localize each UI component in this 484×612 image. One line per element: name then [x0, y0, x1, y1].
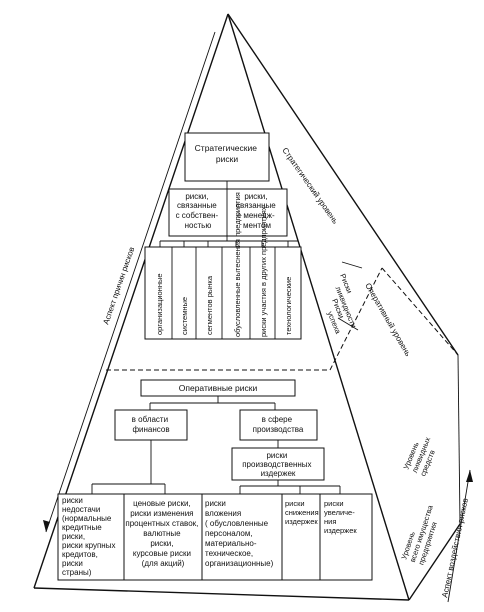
cause-aspect-arrow [45, 31, 216, 533]
pyramid-base-front [33, 587, 410, 601]
strategic-block: Стратегические риски риски, связанные с … [144, 132, 302, 340]
column-systemic: системные [180, 297, 189, 335]
production-cost-risks-box [231, 447, 325, 481]
success-arrow [337, 317, 359, 331]
ownership-management-box [168, 188, 288, 237]
column-technological: технологические [284, 277, 293, 335]
column-participation: риски участия в других предприятиях [259, 206, 268, 337]
pyramid-back-vertical [457, 354, 461, 525]
side-arrows [43, 31, 473, 603]
cost-increase-risks-label: риски увеличе- ния издержек [324, 499, 357, 535]
cause-aspect-arrowhead [43, 520, 50, 532]
production-cost-risks-label: риски производственных издержек [242, 451, 314, 478]
impact-aspect-arrowhead [466, 470, 473, 482]
cost-reduction-risks-label: риски снижения издержек [285, 499, 321, 526]
operative-block: Оперативные риски в области финансов в с… [57, 379, 373, 581]
pyramid-outline [33, 13, 461, 601]
column-displacement: обусловленные вытеснения предприятия [233, 192, 242, 337]
management-risks-label: риски, связанные с менедж- ментом [236, 192, 278, 230]
cost-reduction-risks-box [281, 493, 321, 581]
column-organizational: организационные [155, 273, 164, 335]
strategic-operative-back-divider [381, 267, 459, 356]
strategic-operative-side-divider [329, 267, 383, 371]
production-area-box [239, 409, 318, 441]
investment-risks-box [201, 493, 283, 581]
shortage-risks-label: риски недостачи (нормальные кредитные ри… [62, 496, 118, 577]
cause-aspect-label: Аспект причин рисков [101, 246, 136, 326]
price-risks-box [123, 493, 203, 581]
operative-level-label: Оперативный уровень [363, 282, 412, 358]
cost-increase-risks-box [319, 493, 373, 581]
pyramid-base-right [408, 523, 461, 601]
operative-risks-label: Оперативные риски [179, 383, 258, 393]
level-liquid-assets-label: Уровень ликвидных средств [402, 430, 442, 477]
pyramid-left-edge [33, 13, 229, 589]
shortage-risks-box [57, 493, 125, 581]
pyramid-front-right-edge [227, 13, 410, 601]
ownership-risks-label: риски, связанные с собствен- ностью [176, 192, 221, 230]
price-risks-label: ценовые риски, риски изменения процентны… [125, 499, 200, 568]
level-separators [106, 267, 459, 371]
pyramid-back-edge [227, 13, 459, 356]
strategic-columns-box [144, 246, 302, 340]
finance-area-label: в области финансов [132, 415, 171, 434]
strategic-risks-label: Стратегические риски [195, 143, 260, 164]
investment-risks-label: риски вложения ( обусловленные персонало… [205, 499, 274, 568]
finance-area-box [114, 409, 188, 441]
level-total-assets-label: Уровень всего имущества предприятия [399, 499, 444, 566]
liquidity-arrow [341, 261, 363, 269]
impact-aspect-arrow [447, 469, 471, 603]
strategic-risks-box [184, 132, 270, 182]
production-area-label: в сфере производства [253, 415, 304, 434]
column-market-segments: сегментов рынка [205, 275, 214, 335]
